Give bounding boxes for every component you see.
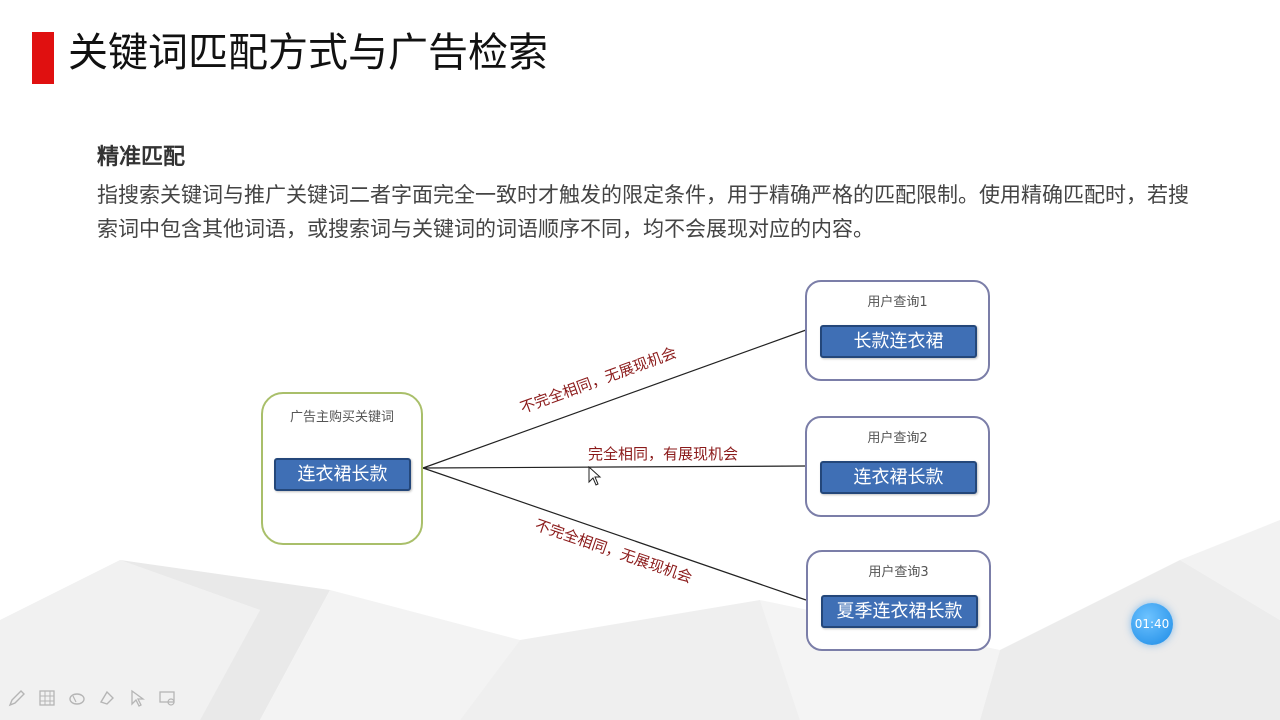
- user-query-keyword-1: 长款连衣裙: [820, 325, 977, 358]
- user-query-box-1: 用户查询1 长款连衣裙: [805, 280, 990, 381]
- edge-line-2: [422, 465, 807, 469]
- edge-line-1: [422, 329, 807, 469]
- advertiser-keyword: 连衣裙长款: [274, 458, 411, 491]
- edge-label-1: 不完全相同，无展现机会: [518, 344, 679, 417]
- user-query-box-3: 用户查询3 夏季连衣裙长款: [806, 550, 991, 651]
- pointer-icon[interactable]: [126, 688, 148, 710]
- mouse-cursor-icon: [588, 466, 602, 486]
- section-title: 精准匹配: [97, 145, 186, 170]
- highlighter-icon[interactable]: [96, 688, 118, 710]
- eraser-icon[interactable]: [66, 688, 88, 710]
- user-query-box-2: 用户查询2 连衣裙长款: [805, 416, 990, 517]
- description-text: 指搜索关键词与推广关键词二者字面完全一致时才触发的限定条件，用于精确严格的匹配限…: [97, 183, 1189, 241]
- advertiser-label: 广告主购买关键词: [289, 410, 394, 425]
- user-query-keyword-3: 夏季连衣裙长款: [821, 595, 978, 628]
- grid-icon[interactable]: [36, 688, 58, 710]
- title-accent-bar: [32, 32, 54, 84]
- screen-icon[interactable]: [156, 688, 178, 710]
- user-query-label-1: 用户查询1: [867, 295, 928, 310]
- advertiser-box: 广告主购买关键词 连衣裙长款: [261, 392, 423, 545]
- user-query-keyword-2: 连衣裙长款: [820, 461, 977, 494]
- user-query-label-3: 用户查询3: [868, 565, 929, 580]
- annotation-toolbar: [6, 688, 178, 712]
- slide-title: 关键词匹配方式与广告检索: [68, 30, 548, 76]
- user-query-label-2: 用户查询2: [867, 431, 928, 446]
- video-timer[interactable]: 01:40: [1131, 603, 1173, 645]
- pen-icon[interactable]: [6, 688, 28, 710]
- edge-line-3: [422, 467, 807, 601]
- edge-label-3: 不完全相同，无展现机会: [533, 516, 695, 587]
- edge-label-2: 完全相同，有展现机会: [588, 445, 738, 463]
